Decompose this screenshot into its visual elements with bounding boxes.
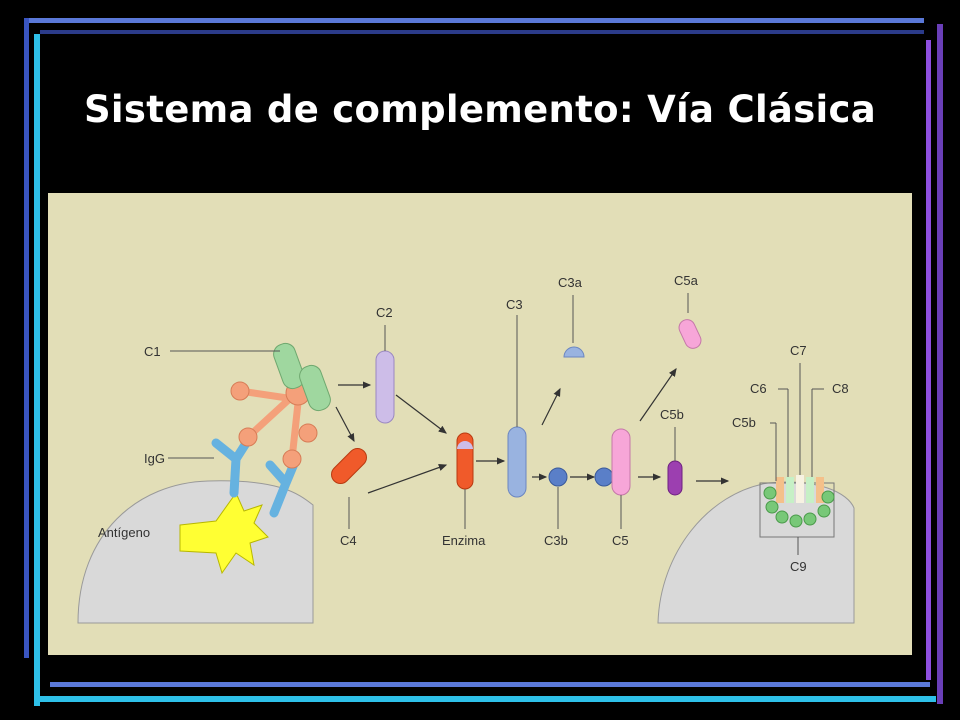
frame-bar-bottom-inner: [40, 696, 936, 702]
label-c5b-mid: C5b: [660, 407, 684, 422]
label-c3a: C3a: [558, 275, 583, 290]
label-c8: C8: [832, 381, 849, 396]
slide-title: Sistema de complemento: Vía Clásica: [83, 88, 877, 131]
mac-complex: [759, 363, 835, 555]
label-c7: C7: [790, 343, 807, 358]
frame-bar-left-inner: [34, 34, 40, 706]
label-c5b-complex: C5b: [732, 415, 756, 430]
label-c3: C3: [506, 297, 523, 312]
frame-bar-top: [24, 18, 924, 23]
target-cell: [657, 481, 855, 624]
c3a-fragment: [563, 346, 585, 358]
frame-bar-top-inner: [40, 30, 924, 34]
label-enzyme: Enzima: [442, 533, 486, 548]
label-igg: IgG: [144, 451, 165, 466]
c5a-fragment: [678, 319, 702, 349]
label-c4: C4: [340, 533, 357, 548]
label-c2: C2: [376, 305, 393, 320]
label-c3b: C3b: [544, 533, 568, 548]
label-c5a: C5a: [674, 273, 699, 288]
label-c1: C1: [144, 344, 161, 359]
label-c6: C6: [750, 381, 767, 396]
pathway-svg: C1 IgG Antígeno C2 C4 Enzima C3 C3a C3b …: [77, 273, 855, 624]
label-c9: C9: [790, 559, 807, 574]
frame-bar-right-inner: [937, 24, 943, 704]
frame-bar-left: [24, 18, 29, 658]
c1-green-2: [299, 364, 331, 412]
frame-bar-right: [926, 40, 931, 680]
complement-pathway-diagram: C1 IgG Antígeno C2 C4 Enzima C3 C3a C3b …: [48, 193, 912, 655]
frame-bar-bottom: [50, 682, 930, 687]
c2-fragment: [375, 350, 395, 424]
c1-green-1: [273, 342, 305, 390]
label-c5: C5: [612, 533, 629, 548]
c3-fragment: [507, 426, 527, 498]
label-antigen: Antígeno: [98, 525, 150, 540]
c3b-fragment: [548, 467, 568, 487]
c5-fragment: [611, 428, 631, 496]
c4-fragment: [331, 448, 367, 484]
c5b-fragment: [667, 460, 683, 496]
